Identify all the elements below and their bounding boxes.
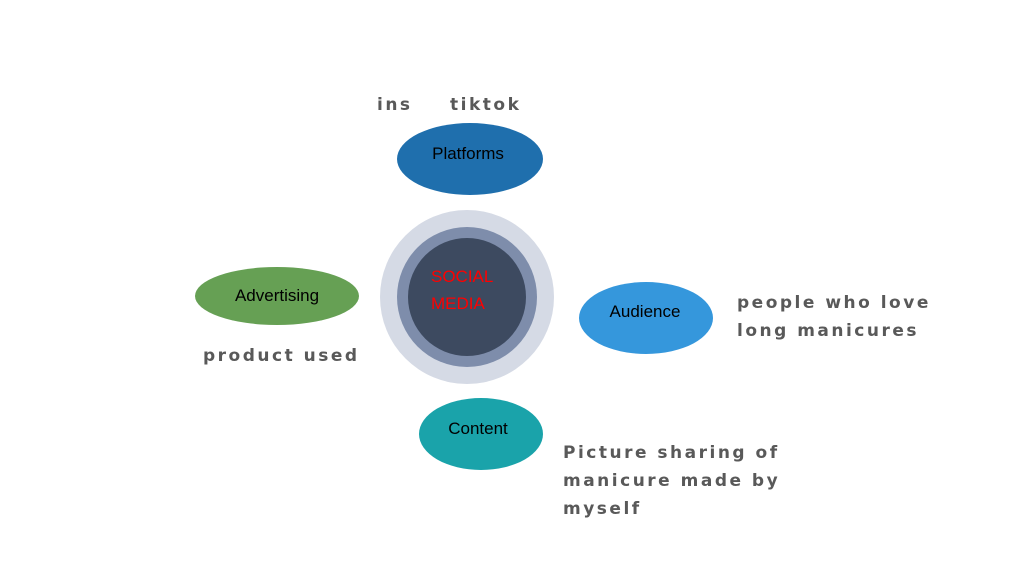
platform-note-ins: ins (377, 95, 413, 115)
audience-note: people who love long manicures (737, 289, 931, 345)
audience-note-line-2: long manicures (737, 321, 920, 341)
audience-node-label: Audience (609, 302, 681, 321)
platform-note-tiktok: tiktok (450, 95, 522, 115)
center-label: SOCIAL MEDIA (431, 263, 493, 317)
platforms-ellipse (397, 123, 543, 195)
core-circle (408, 238, 526, 356)
content-note-line-2: manicure made by (563, 471, 781, 491)
center-line-1: SOCIAL (431, 267, 494, 286)
content-note: Picture sharing of manicure made by myse… (563, 439, 780, 523)
advertising-ellipse (195, 267, 359, 325)
content-note-line-3: myself (563, 499, 642, 519)
content-node-label: Content (448, 419, 508, 438)
content-ellipse (419, 398, 543, 470)
audience-note-line-1: people who love (737, 293, 931, 313)
audience-ellipse (579, 282, 713, 354)
platforms-node-label: Platforms (432, 144, 504, 163)
advertising-node-label: Advertising (234, 286, 320, 305)
center-line-2: MEDIA (431, 294, 485, 313)
content-note-line-1: Picture sharing of (563, 443, 780, 463)
advertising-note: product used (203, 346, 360, 366)
